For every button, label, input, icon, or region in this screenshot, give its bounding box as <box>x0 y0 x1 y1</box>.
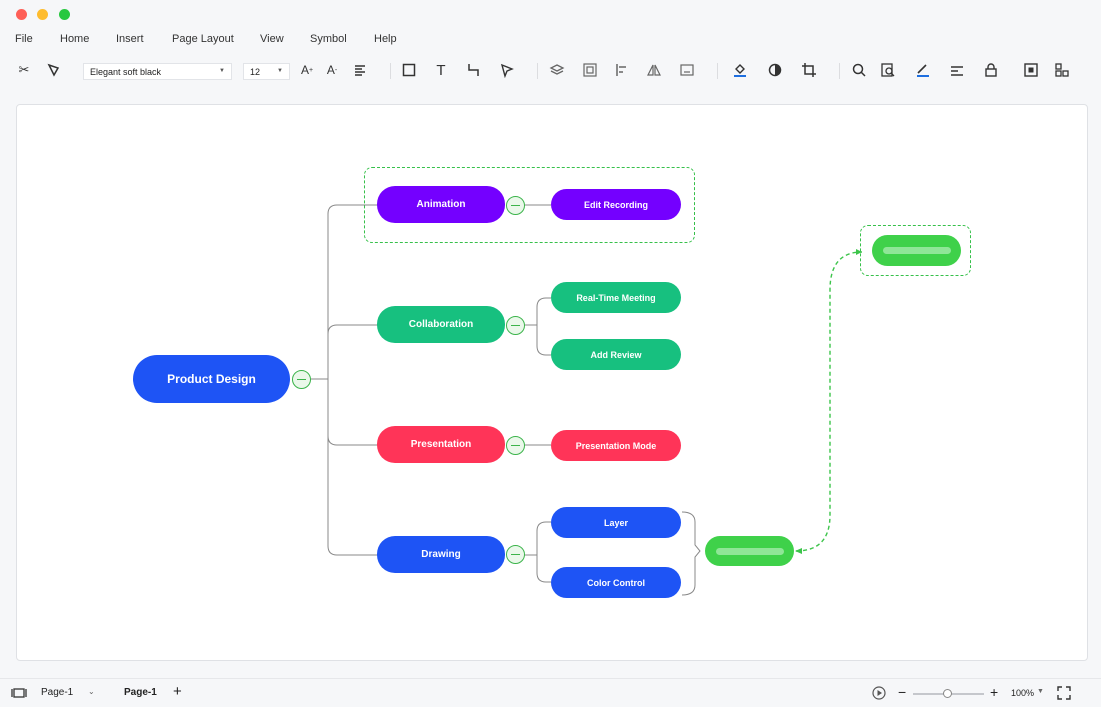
text-icon[interactable]: T <box>436 61 446 79</box>
collapse-root-button[interactable] <box>292 370 311 389</box>
menu-view[interactable]: View <box>260 33 284 45</box>
boundary-floating-topic <box>860 225 971 276</box>
topic-animation[interactable]: Animation <box>377 186 505 223</box>
zoom-in-button[interactable]: + <box>990 684 999 700</box>
subtopic-add-review[interactable]: Add Review <box>551 339 681 370</box>
placeholder-text-bar <box>882 247 951 254</box>
fullscreen-icon[interactable] <box>1054 684 1074 702</box>
fill-icon[interactable] <box>730 61 750 79</box>
font-decrease-icon[interactable]: A- <box>326 63 338 77</box>
subtopic-label: Add Review <box>590 349 642 360</box>
font-family-value: Elegant soft black <box>90 67 162 77</box>
zoom-level[interactable]: 100% <box>1011 688 1035 698</box>
zoom-slider-handle[interactable] <box>943 689 952 698</box>
root-topic-label: Product Design <box>167 372 256 386</box>
collapse-drawing-button[interactable] <box>506 545 525 564</box>
collapse-presentation-button[interactable] <box>506 436 525 455</box>
menu-symbol[interactable]: Symbol <box>310 33 347 45</box>
minimize-window-button[interactable] <box>37 9 48 20</box>
summary-topic[interactable] <box>705 536 794 566</box>
subtopic-edit-recording[interactable]: Edit Recording <box>551 189 681 220</box>
align-icon[interactable] <box>351 61 371 79</box>
subtopic-label: Edit Recording <box>583 199 648 210</box>
menu-bar: File Home Insert Page Layout View Symbol… <box>0 28 1101 52</box>
close-window-button[interactable] <box>16 9 27 20</box>
group-icon[interactable] <box>580 61 600 79</box>
find-replace-icon[interactable] <box>878 61 898 79</box>
chevron-down-icon: ▼ <box>277 68 283 74</box>
subtopic-label: Presentation Mode <box>575 440 657 451</box>
page-select[interactable]: Page-1 <box>41 687 74 698</box>
collapse-collaboration-button[interactable] <box>506 316 525 335</box>
subtopic-layer[interactable]: Layer <box>551 507 681 538</box>
topic-presentation[interactable]: Presentation <box>377 426 505 463</box>
menu-page-layout[interactable]: Page Layout <box>172 33 234 45</box>
menu-help[interactable]: Help <box>374 33 397 45</box>
font-increase-icon[interactable]: A+ <box>300 63 314 77</box>
font-size-value: 12 <box>250 67 261 77</box>
fit-page-icon[interactable] <box>1021 61 1041 79</box>
lock-icon[interactable] <box>981 61 1001 79</box>
placeholder-text-bar <box>715 547 784 555</box>
cut-icon[interactable]: ✂ <box>18 62 30 77</box>
align-left-icon[interactable] <box>612 61 632 79</box>
page-tab[interactable]: Page-1 <box>124 687 157 698</box>
connector-icon[interactable] <box>464 61 484 79</box>
topic-label: Drawing <box>421 549 461 560</box>
topic-label: Animation <box>416 199 466 210</box>
crop-icon[interactable] <box>799 61 819 79</box>
rectangle-icon[interactable] <box>399 61 419 79</box>
add-page-button[interactable]: + <box>173 683 182 700</box>
format-painter-icon[interactable] <box>44 61 64 79</box>
subtopic-color-control[interactable]: Color Control <box>551 567 681 598</box>
font-size-select[interactable]: 12 ▼ <box>243 63 290 80</box>
more-icon[interactable] <box>1052 61 1072 79</box>
title-bar <box>0 0 1101 28</box>
search-icon[interactable] <box>849 61 869 79</box>
subtopic-label: Layer <box>603 517 629 528</box>
subtopic-presentation-mode[interactable]: Presentation Mode <box>551 430 681 461</box>
shape-style-icon[interactable] <box>765 61 785 79</box>
floating-topic[interactable] <box>872 235 961 266</box>
layers-icon[interactable] <box>547 61 567 79</box>
line-color-icon[interactable] <box>913 61 933 79</box>
topic-label: Collaboration <box>408 319 474 330</box>
subtopic-label: Real-Time Meeting <box>576 292 656 303</box>
root-topic[interactable]: Product Design <box>133 355 290 403</box>
topic-collaboration[interactable]: Collaboration <box>377 306 505 343</box>
zoom-out-button[interactable]: − <box>898 684 907 700</box>
status-bar <box>0 678 1101 707</box>
menu-insert[interactable]: Insert <box>116 33 144 45</box>
pointer-icon[interactable] <box>497 61 517 79</box>
play-icon[interactable] <box>869 684 889 702</box>
subtopic-real-time-meeting[interactable]: Real-Time Meeting <box>551 282 681 313</box>
subtopic-label: Color Control <box>587 577 645 588</box>
topic-label: Presentation <box>410 439 472 450</box>
menu-home[interactable]: Home <box>60 33 90 45</box>
font-family-select[interactable]: Elegant soft black ▼ <box>83 63 232 80</box>
chevron-down-icon[interactable]: ⌄ <box>88 687 95 696</box>
flip-icon[interactable] <box>644 61 664 79</box>
chevron-down-icon: ▼ <box>219 68 225 74</box>
menu-file[interactable]: File <box>15 33 33 45</box>
collapse-animation-button[interactable] <box>506 196 525 215</box>
maximize-window-button[interactable] <box>59 9 70 20</box>
frame-icon[interactable] <box>677 61 697 79</box>
page-panel-icon[interactable] <box>9 684 29 702</box>
boundary-animation <box>364 167 695 243</box>
topic-drawing[interactable]: Drawing <box>377 536 505 573</box>
line-style-icon[interactable] <box>947 61 967 79</box>
chevron-down-icon[interactable]: ▼ <box>1037 688 1044 695</box>
